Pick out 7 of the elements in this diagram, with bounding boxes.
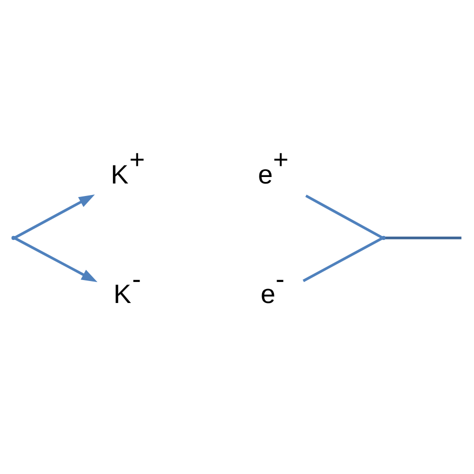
connector [305,194,383,238]
node-point [382,235,386,240]
connector [302,236,383,282]
connector [385,236,462,239]
node-point [11,235,16,240]
arrow [14,236,98,282]
arrow [14,194,95,238]
